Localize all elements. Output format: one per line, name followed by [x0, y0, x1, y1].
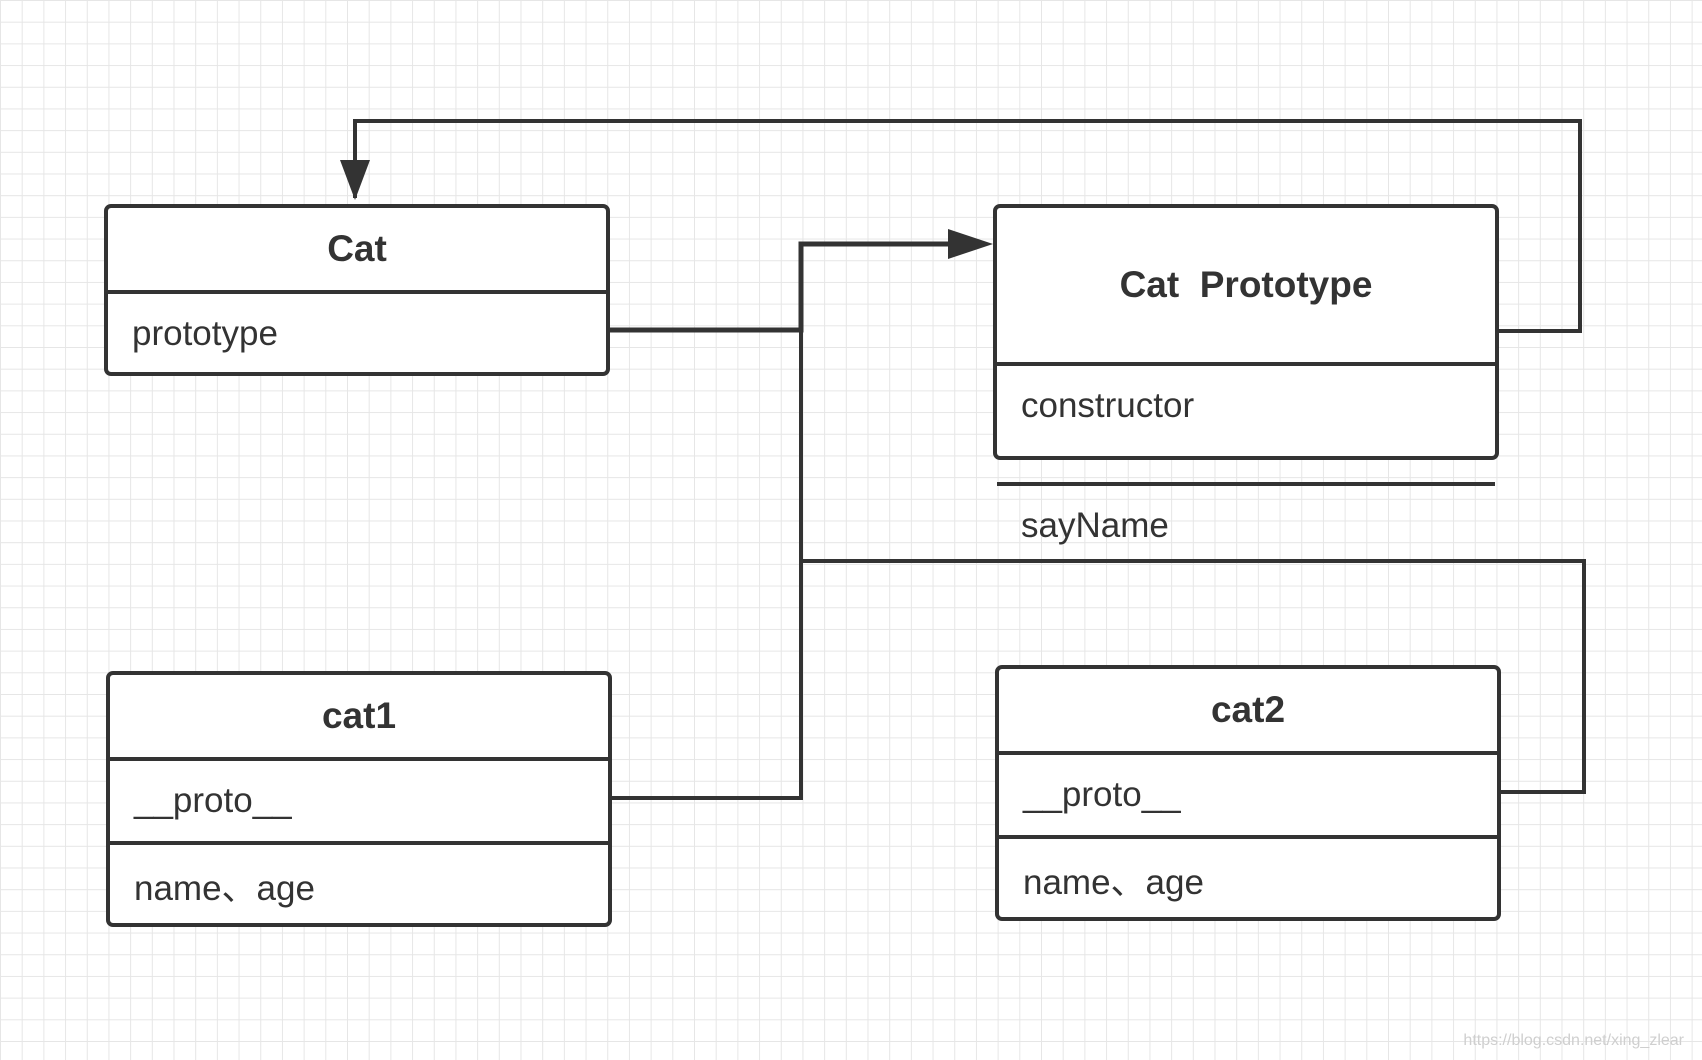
cat-box: Cat prototype: [104, 204, 610, 376]
cat1-field-proto: __proto__: [110, 757, 608, 841]
cat1-box: cat1 __proto__ name、age: [106, 671, 612, 927]
cat-field-prototype: prototype: [108, 290, 606, 374]
cat2-title: cat2: [1210, 689, 1286, 730]
cat2-field-name-age: name、age: [999, 835, 1497, 919]
cat1-proto-link: [612, 330, 803, 800]
cat2-field-proto: __proto__: [999, 751, 1497, 835]
watermark-text: https://blog.csdn.net/xing_zlear: [1463, 1032, 1684, 1049]
cat-prototype-title: Cat Prototype: [1119, 264, 1373, 305]
cat2-proto-link: [801, 559, 1586, 794]
cat1-field-name-age: name、age: [110, 841, 608, 925]
cat-prototype-arrowhead: [948, 229, 993, 259]
cat-arrowhead: [340, 160, 370, 200]
cat2-box: cat2 __proto__ name、age: [995, 665, 1501, 921]
cat1-title: cat1: [321, 695, 397, 736]
cat-prototype-field-sayname: sayName: [997, 482, 1495, 566]
constructor-to-cat-link: [353, 119, 1582, 333]
cat-title: Cat: [327, 228, 387, 269]
cat-prototype-link: [610, 241, 952, 333]
cat-prototype-field-constructor: constructor: [997, 362, 1495, 446]
cat-prototype-box: Cat Prototype constructor sayName: [993, 204, 1499, 545]
